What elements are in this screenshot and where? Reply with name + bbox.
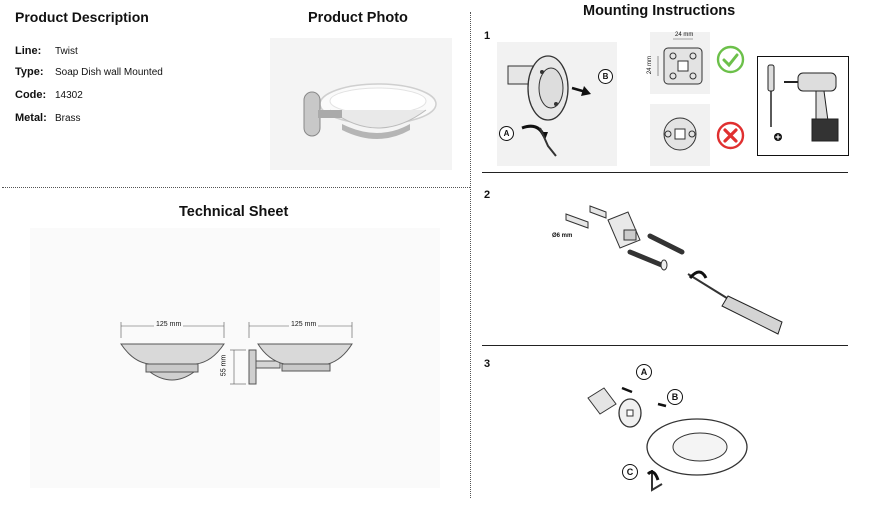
product-description-title: Product Description <box>15 9 149 25</box>
label-a-step1: A <box>499 126 514 141</box>
label-b-step1: B <box>598 69 613 84</box>
technical-drawing-area <box>30 228 440 488</box>
mounting-instructions-title: Mounting Instructions <box>583 3 736 19</box>
drill-diameter-label: Ø6 mm <box>552 233 573 239</box>
step-2-number: 2 <box>484 189 491 201</box>
technical-sheet-title: Technical Sheet <box>179 204 289 220</box>
plus-icon <box>774 133 782 141</box>
spec-line: Line:Twist <box>15 45 78 57</box>
cross-icon <box>716 121 745 150</box>
vertical-divider <box>470 12 471 498</box>
tools-box <box>757 56 849 156</box>
front-width-dim: 125 mm <box>154 321 184 328</box>
hole-spacing-h: 24 mm <box>675 32 694 38</box>
product-photo <box>270 38 452 170</box>
label-c-step3: C <box>622 464 638 480</box>
product-photo-title: Product Photo <box>308 10 408 26</box>
step-1-number: 1 <box>484 30 491 42</box>
step-2-rule <box>482 345 848 346</box>
side-width-dim: 125 mm <box>289 321 319 328</box>
spec-code: Code:14302 <box>15 89 83 101</box>
label-b-step3: B <box>667 389 683 405</box>
screwdriver-icon <box>767 64 775 127</box>
step-1-rule <box>482 172 848 173</box>
drill-icon <box>784 72 839 142</box>
spec-metal: Metal:Brass <box>15 112 81 124</box>
spec-type: Type:Soap Dish wall Mounted <box>15 66 163 78</box>
label-a-step3: A <box>636 364 652 380</box>
technical-drawing <box>120 322 353 385</box>
check-icon <box>716 45 745 74</box>
step-3-number: 3 <box>484 358 491 370</box>
horizontal-divider <box>2 187 470 188</box>
